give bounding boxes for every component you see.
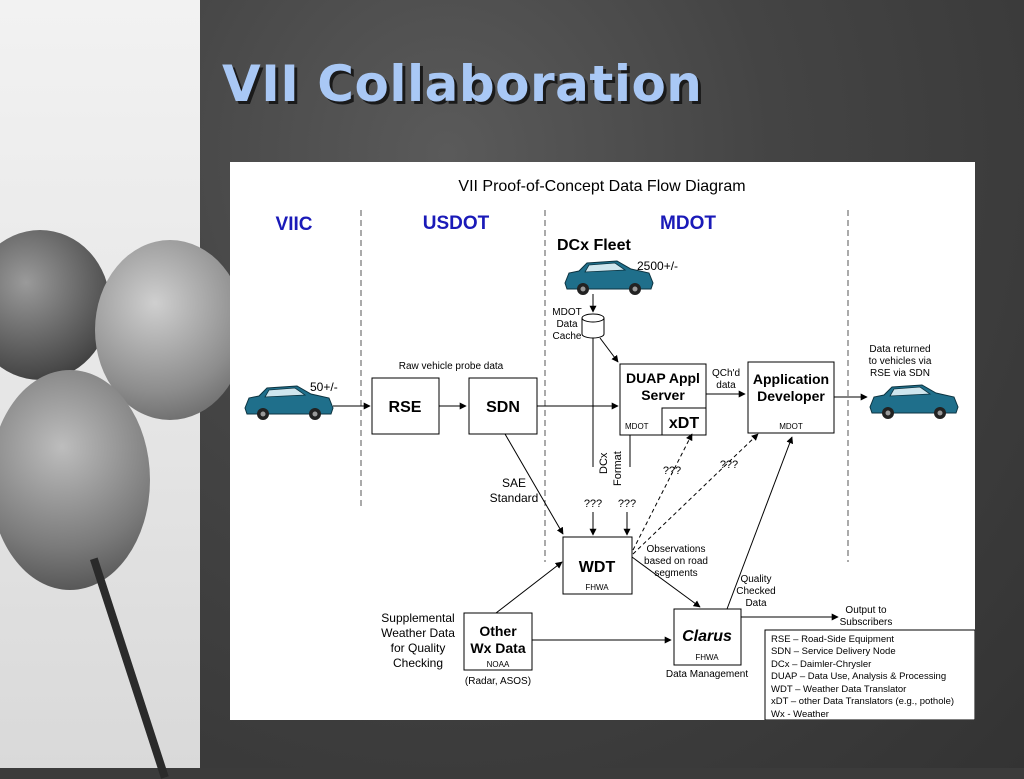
fleet-count: 2500+/- <box>637 259 678 273</box>
quality-checked-line3: Data <box>745 598 767 609</box>
column-header-viic: VIIC <box>276 214 313 235</box>
data-returned-line2: to vehicles via <box>869 356 932 367</box>
left-vehicle-count: 50+/- <box>310 380 338 394</box>
dcx-format-line2: Format <box>612 451 624 486</box>
cache-label-line1: MDOT <box>552 307 581 318</box>
qchd-label-line1: QCh'd <box>712 368 740 379</box>
duap-label-line2: Server <box>641 387 685 403</box>
other-wx-data-box <box>463 612 533 671</box>
legend-entry: DCx – Daimler-Chrysler <box>771 659 871 670</box>
duap-label-line1: DUAP Appl <box>626 370 700 386</box>
arrow-wdt-to-clarus <box>631 556 701 608</box>
app-dev-label-line1: Application <box>753 371 829 387</box>
clarus-label: Clarus <box>682 628 732 645</box>
clarus-caption: Data Management <box>666 669 748 680</box>
data-returned-line3: RSE via SDN <box>870 368 930 379</box>
quality-checked-line1: Quality <box>740 574 771 585</box>
legend-entry: xDT – other Data Translators (e.g., poth… <box>771 696 954 707</box>
supplemental-line2: Weather Data <box>381 626 455 640</box>
cache-label-line2: Data <box>556 319 578 330</box>
wdt-label: WDT <box>579 559 616 576</box>
unknown-label: ??? <box>720 459 738 471</box>
legend-entry: RSE – Road-Side Equipment <box>771 634 894 645</box>
raw-probe-label: Raw vehicle probe data <box>399 361 504 372</box>
xdt-label: xDT <box>669 415 699 432</box>
legend-entry: SDN – Service Delivery Node <box>771 646 896 657</box>
data-returned-line1: Data returned <box>869 344 930 355</box>
sae-label-line1: SAE <box>502 476 526 490</box>
unknown-label: ??? <box>618 498 636 510</box>
diagram-title: VII Proof-of-Concept Data Flow Diagram <box>458 178 745 195</box>
app-dev-label-line2: Developer <box>757 388 825 404</box>
supplemental-line4: Checking <box>393 656 443 670</box>
output-line2: Subscribers <box>840 617 893 628</box>
application-developer-box <box>747 361 835 434</box>
data-flow-diagram: VII Proof-of-Concept Data Flow Diagram V… <box>230 162 976 721</box>
return-vehicle-icon <box>869 384 959 420</box>
app-dev-owner: MDOT <box>779 422 803 431</box>
unknown-label: ??? <box>663 465 681 477</box>
column-header-mdot: MDOT <box>660 213 716 234</box>
column-header-usdot: USDOT <box>423 213 490 234</box>
observations-line1: Observations <box>647 544 706 555</box>
unknown-label: ??? <box>584 498 602 510</box>
wdt-box <box>562 536 633 595</box>
arrow-otherwx-to-wdt <box>495 561 563 614</box>
legend-entry: WDT – Weather Data Translator <box>771 684 906 695</box>
observations-line2: based on road <box>644 556 708 567</box>
other-wx-line1: Other <box>479 623 517 639</box>
sae-label-line2: Standard <box>490 491 539 505</box>
decorative-pushpin-ball <box>0 370 150 590</box>
data-cache-cylinder-icon <box>581 313 605 339</box>
arrow-sdn-to-wdt <box>504 433 564 535</box>
other-wx-note: (Radar, ASOS) <box>465 676 531 687</box>
sdn-box <box>468 377 538 435</box>
fleet-label: DCx Fleet <box>557 237 631 254</box>
wdt-owner: FHWA <box>585 583 609 592</box>
dashed-arrow-wdt-to-appdev <box>632 433 759 555</box>
cache-label-line3: Cache <box>553 331 582 342</box>
supplemental-line3: for Quality <box>391 641 446 655</box>
decorative-pushpin-ball <box>95 240 245 420</box>
slide-title: VII Collaboration <box>222 55 703 113</box>
arrow-cache-to-duap <box>599 337 619 363</box>
dcx-format-line1: DCx <box>598 452 610 474</box>
quality-checked-line2: Checked <box>736 586 775 597</box>
legend-entry: DUAP – Data Use, Analysis & Processing <box>771 671 946 682</box>
arrow-clarus-to-appdev <box>726 436 794 610</box>
output-line1: Output to <box>845 605 887 616</box>
duap-owner: MDOT <box>625 422 649 431</box>
other-wx-line2: Wx Data <box>470 640 525 656</box>
other-wx-owner: NOAA <box>487 660 510 669</box>
rse-label: RSE <box>389 399 422 416</box>
legend-entry: Wx - Weather <box>771 709 829 720</box>
sdn-label: SDN <box>486 399 520 416</box>
supplemental-line1: Supplemental <box>381 611 454 625</box>
clarus-box <box>673 608 742 666</box>
clarus-owner: FHWA <box>695 653 719 662</box>
qchd-label-line2: data <box>716 380 736 391</box>
dashed-arrow-wdt-to-xdt <box>632 433 693 551</box>
observations-line3: segments <box>654 568 697 579</box>
decorative-pushpin-ball <box>0 230 110 380</box>
xdt-box <box>661 407 707 436</box>
